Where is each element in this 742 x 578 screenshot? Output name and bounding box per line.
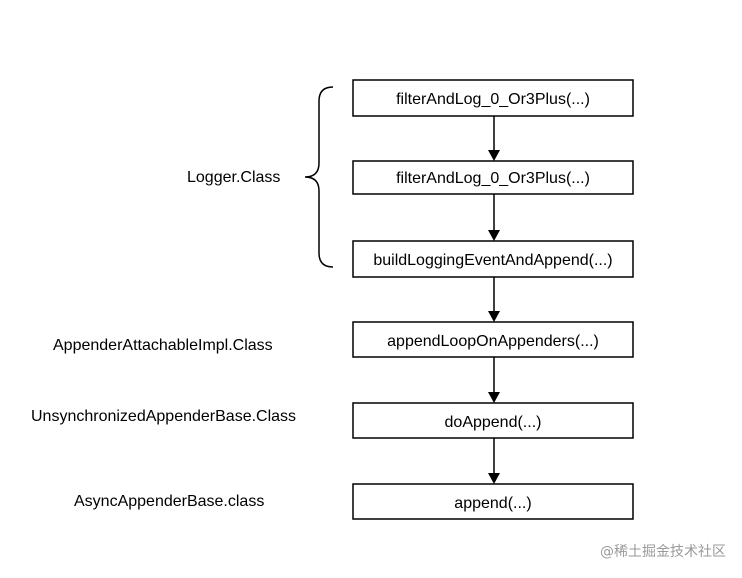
node-label: appendLoopOnAppenders(...) <box>387 333 599 350</box>
edge-n5-n6 <box>488 438 500 484</box>
edge-n1-n2 <box>488 116 500 161</box>
edge-n2-n3 <box>488 194 500 241</box>
logger-class-brace <box>304 86 334 268</box>
node-label: filterAndLog_0_Or3Plus(...) <box>396 91 590 108</box>
watermark: @稀土掘金技术社区 <box>600 544 726 560</box>
appender-attachable-class-label: AppenderAttachableImpl.Class <box>53 337 273 354</box>
node-do-append: doAppend(...) <box>352 402 634 439</box>
unsynchronized-appender-class-label: UnsynchronizedAppenderBase.Class <box>31 408 296 425</box>
node-label: buildLoggingEventAndAppend(...) <box>373 252 612 269</box>
node-label: append(...) <box>454 495 531 512</box>
edge-n3-n4 <box>488 277 500 322</box>
logger-class-label: Logger.Class <box>187 169 280 186</box>
node-filter-and-log-1: filterAndLog_0_Or3Plus(...) <box>352 79 634 117</box>
async-appender-class-label: AsyncAppenderBase.class <box>74 493 264 510</box>
edge-n4-n5 <box>488 357 500 403</box>
node-append-loop-on-appenders: appendLoopOnAppenders(...) <box>352 321 634 358</box>
node-label: doAppend(...) <box>445 414 542 431</box>
node-filter-and-log-2: filterAndLog_0_Or3Plus(...) <box>352 160 634 195</box>
node-build-logging-event: buildLoggingEventAndAppend(...) <box>352 240 634 278</box>
node-label: filterAndLog_0_Or3Plus(...) <box>396 170 590 187</box>
node-append: append(...) <box>352 483 634 520</box>
